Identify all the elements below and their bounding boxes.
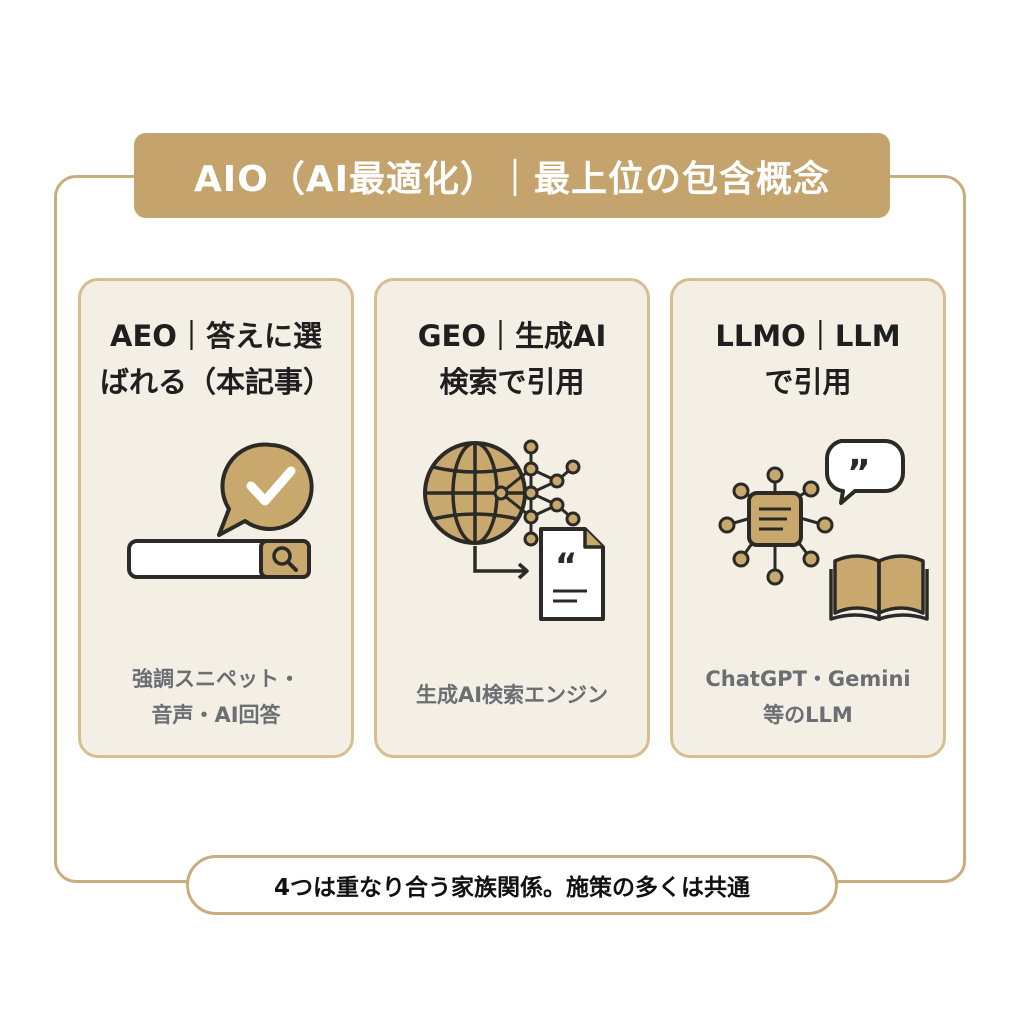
card-llmo-heading-line1: LLMO｜LLM (715, 319, 901, 353)
card-geo: GEO｜生成AI 検索で引用 (374, 278, 650, 758)
card-geo-caption-line1: 生成AI検索エンジン (415, 683, 609, 707)
footer-note: 4つは重なり合う家族関係。施策の多くは共通 (186, 855, 838, 915)
card-aeo-heading-line1: AEO｜答えに選 (110, 319, 322, 353)
title-banner: AIO（AI最適化）｜最上位の包含概念 (134, 133, 890, 218)
card-aeo-caption-line2: 音声・AI回答 (151, 703, 281, 727)
card-aeo: AEO｜答えに選 ばれる（本記事） 強調スニペット・ 音声・AI回答 (78, 278, 354, 758)
card-llmo-caption: ChatGPT・Gemini 等のLLM (673, 661, 943, 733)
card-geo-caption: 生成AI検索エンジン (377, 677, 647, 713)
card-llmo-heading-line2: で引用 (764, 365, 852, 399)
card-llmo-heading: LLMO｜LLM で引用 (673, 313, 943, 405)
card-geo-heading: GEO｜生成AI 検索で引用 (377, 313, 647, 405)
card-aeo-heading-line2: ばれる（本記事） (99, 365, 332, 399)
card-aeo-caption-line1: 強調スニペット・ (132, 667, 300, 691)
svg-text:“: “ (555, 546, 577, 586)
card-llmo-caption-line2: 等のLLM (763, 703, 853, 727)
card-aeo-heading: AEO｜答えに選 ばれる（本記事） (81, 313, 351, 405)
card-aeo-caption: 強調スニペット・ 音声・AI回答 (81, 661, 351, 733)
card-llmo: LLMO｜LLM で引用 (670, 278, 946, 758)
card-llmo-caption-line1: ChatGPT・Gemini (705, 667, 911, 691)
footer-text: 4つは重なり合う家族関係。施策の多くは共通 (273, 875, 750, 901)
title-text: AIO（AI最適化）｜最上位の包含概念 (193, 158, 831, 200)
card-geo-heading-line1: GEO｜生成AI (417, 319, 607, 353)
globe-network-document-icon: “ (423, 439, 605, 621)
card-geo-heading-line2: 検索で引用 (439, 365, 585, 399)
search-answer-icon (127, 442, 314, 579)
llm-network-book-icon: ” (718, 439, 929, 621)
svg-text:”: ” (847, 453, 871, 494)
